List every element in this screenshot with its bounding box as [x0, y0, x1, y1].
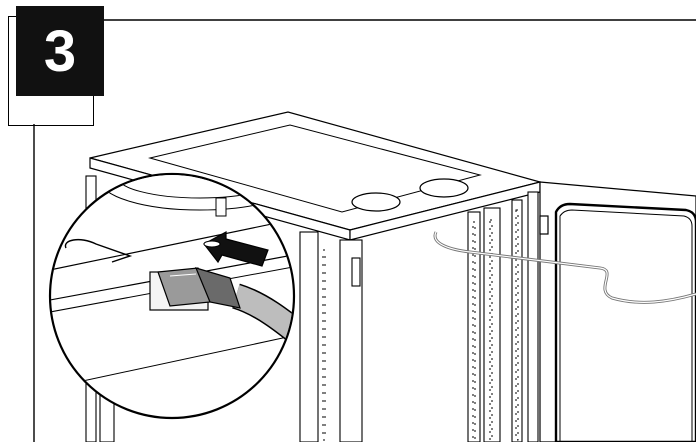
cabinet-front-frame	[299, 191, 539, 442]
cable-hole-right	[419, 178, 469, 198]
rack-holes	[322, 209, 519, 441]
step-badge	[16, 6, 104, 96]
side-door	[539, 181, 696, 442]
power-plug-icon	[157, 267, 241, 309]
hinge	[351, 257, 361, 287]
cable-clip	[64, 238, 133, 263]
insertion-arrow-icon	[203, 230, 269, 267]
step-number: 3	[43, 18, 77, 84]
power-cable-detail	[232, 285, 293, 347]
cable-hole-left	[351, 192, 401, 212]
